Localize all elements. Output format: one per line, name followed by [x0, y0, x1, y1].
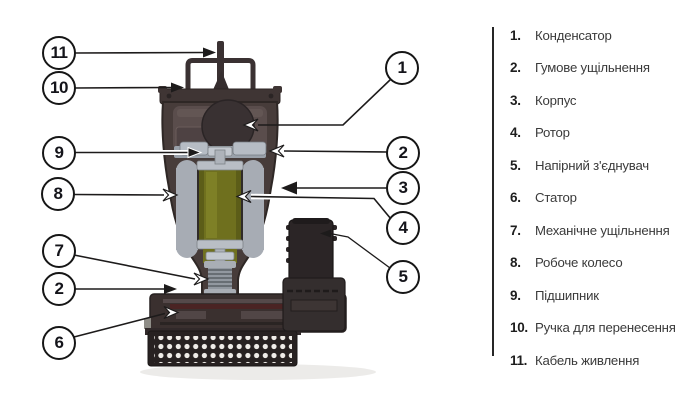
callout-4: 4	[386, 211, 420, 245]
callout-9-number: 9	[54, 143, 64, 162]
legend-item-label: Ручка для перенесення	[535, 320, 676, 336]
legend-item-5: 5. Напірний з'єднувач	[510, 149, 692, 182]
legend-item-label: Напірний з'єднувач	[535, 157, 649, 173]
legend-item-1: 1. Конденсатор	[510, 19, 692, 52]
callout-10: 10	[42, 71, 76, 105]
callout-7-number: 7	[54, 241, 64, 260]
callout-5: 5	[386, 260, 420, 294]
legend-item-2: 2. Гумове ущільнення	[510, 52, 692, 85]
legend-item-number: 9.	[510, 287, 521, 303]
callout-2-number: 2	[54, 279, 64, 298]
legend-item-label: Робоче колесо	[535, 255, 623, 271]
stator-windings	[176, 160, 264, 258]
legend-item-9: 9. Підшипник	[510, 279, 692, 312]
callout-8: 8	[41, 177, 75, 211]
legend-item-label: Механічне ущільнення	[535, 222, 670, 238]
callout-3: 3	[386, 171, 420, 205]
legend-item-label: Кабель живлення	[535, 352, 640, 368]
legend-item-number: 10.	[510, 320, 528, 336]
callout-2-right: 2	[386, 136, 420, 170]
callout-6-number: 6	[54, 333, 64, 352]
legend-item-11: 11. Кабель живлення	[510, 344, 692, 377]
callout-4-number: 4	[398, 218, 408, 237]
pump-diagram-panel: 1 2 3 4 5 6 7 2 8 9 10 11	[41, 36, 420, 380]
callout-6: 6	[42, 326, 76, 360]
rotor	[196, 160, 244, 263]
legend-item-6: 6. Статор	[510, 182, 692, 215]
parts-legend: 1. Конденсатор 2. Гумове ущільнення 3. Корп…	[510, 19, 692, 377]
strainer	[145, 328, 301, 367]
callout-10-number: 10	[50, 78, 68, 97]
callout-11-number: 11	[50, 43, 68, 62]
callout-9: 9	[42, 136, 76, 170]
legend-item-number: 7.	[510, 222, 521, 238]
legend-item-number: 1.	[510, 27, 521, 43]
legend-item-label: Конденсатор	[535, 27, 612, 43]
power-cable	[212, 41, 230, 93]
legend-item-label: Ротор	[535, 125, 570, 141]
callout-5-number: 5	[398, 267, 408, 286]
callout-8-number: 8	[53, 184, 63, 203]
callout-11: 11	[42, 36, 76, 70]
legend-item-label: Статор	[535, 190, 577, 206]
legend-item-4: 4. Ротор	[510, 117, 692, 150]
legend-item-3: 3. Корпус	[510, 84, 692, 117]
legend-item-label: Гумове ущільнення	[535, 60, 650, 76]
callout-1-number: 1	[397, 58, 407, 77]
legend-item-7: 7. Механічне ущільнення	[510, 214, 692, 247]
legend-divider	[492, 27, 494, 356]
legend-item-number: 6.	[510, 190, 521, 206]
callout-7: 7	[42, 234, 76, 268]
legend-item-label: Підшипник	[535, 287, 599, 303]
ground-shadow	[140, 364, 376, 380]
legend-item-number: 5.	[510, 157, 521, 173]
callout-2-number: 2	[398, 143, 408, 162]
legend-item-label: Корпус	[535, 92, 577, 108]
legend-item-number: 3.	[510, 92, 521, 108]
callout-3-number: 3	[398, 178, 408, 197]
legend-item-number: 2.	[510, 60, 521, 76]
impeller	[170, 304, 312, 309]
discharge-connector	[282, 218, 346, 332]
legend-item-number: 4.	[510, 125, 521, 141]
callout-1: 1	[385, 51, 419, 85]
legend-item-8: 8. Робоче колесо	[510, 247, 692, 280]
legend-item-number: 8.	[510, 255, 521, 271]
legend-item-number: 11.	[510, 352, 528, 368]
legend-item-10: 10. Ручка для перенесення	[510, 312, 692, 345]
pump-diagram	[73, 41, 394, 380]
leader-lines	[73, 47, 394, 338]
callout-2-left: 2	[42, 272, 76, 306]
